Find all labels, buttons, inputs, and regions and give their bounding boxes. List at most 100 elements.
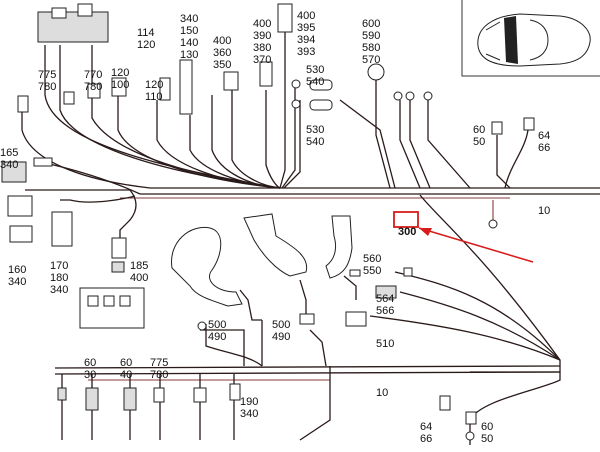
label-line: 64 [420,421,432,433]
label-line: 490 [272,331,290,343]
label-line: 340 [240,408,258,420]
label-line: 540 [306,76,324,88]
label-line: 560 [363,253,381,265]
label-line: 110 [145,91,163,103]
vehicle-location-inset [461,0,600,77]
label-line: 360 [213,47,231,59]
label-line: 60 [481,421,493,433]
label-line: 50 [473,136,485,148]
label-line: 114 [137,27,155,39]
label-10-bottom: 10 [376,387,388,399]
label-line: 340 [180,13,198,25]
bottom-connectors [57,374,241,440]
label-line: 10 [538,205,550,217]
label-line: 64 [538,130,550,142]
label-line: 60 [120,357,132,369]
label-line: 566 [376,305,394,317]
label-line: 66 [538,142,550,154]
label-line: 500 [208,319,226,331]
label-line: 340 [50,284,68,296]
label-line: 590 [362,30,380,42]
label-line: 60 [84,357,96,369]
label-line: 60 [473,124,485,136]
label-line: 380 [253,42,271,54]
label-line: 120 [145,79,163,91]
bottom-right-connectors [439,395,477,441]
label-line: 540 [306,136,324,148]
pedal-assemblies [79,213,413,367]
label-line: 393 [297,46,315,58]
label-line: 370 [253,54,271,66]
label-line: 130 [180,49,198,61]
label-300: 300 [398,226,416,238]
label-line: 570 [362,54,380,66]
label-line: 120 [111,67,129,79]
label-line: 120 [137,39,155,51]
callout-300 [393,211,534,263]
label-line: 530 [306,64,324,76]
label-line: 770 [84,69,102,81]
label-line: 780 [38,81,56,93]
label-line: 140 [180,37,198,49]
label-line: 100 [111,79,129,91]
label-line: 500 [272,319,290,331]
label-line: 170 [50,260,68,272]
label-10-top: 10 [538,205,550,217]
label-line: 185 [130,260,148,272]
main-harness-top [21,30,600,250]
label-line: 10 [376,387,388,399]
label-line: 564 [376,293,394,305]
label-line: 775 [38,69,56,81]
label-line: 66 [420,433,432,445]
label-line: 350 [213,59,231,71]
label-line: 580 [362,42,380,54]
label-510: 510 [376,338,394,350]
label-line: 780 [84,81,102,93]
label-line: 400 [213,35,231,47]
label-line: 180 [50,272,68,284]
label-line: 600 [362,18,380,30]
label-line: 530 [306,124,324,136]
label-line: 510 [376,338,394,350]
label-line: 30 [84,369,96,381]
label-line: 160 [8,264,26,276]
label-line: 395 [297,22,315,34]
label-line: 50 [481,433,493,445]
label-line: 165 [0,147,18,159]
label-line: 40 [120,369,132,381]
right-harness [54,194,561,445]
label-line: 780 [150,369,168,381]
label-line: 400 [297,10,315,22]
label-line: 490 [208,331,226,343]
label-line: 190 [240,396,258,408]
label-line: 775 [150,357,168,369]
label-line: 300 [398,226,416,238]
label-line: 390 [253,30,271,42]
